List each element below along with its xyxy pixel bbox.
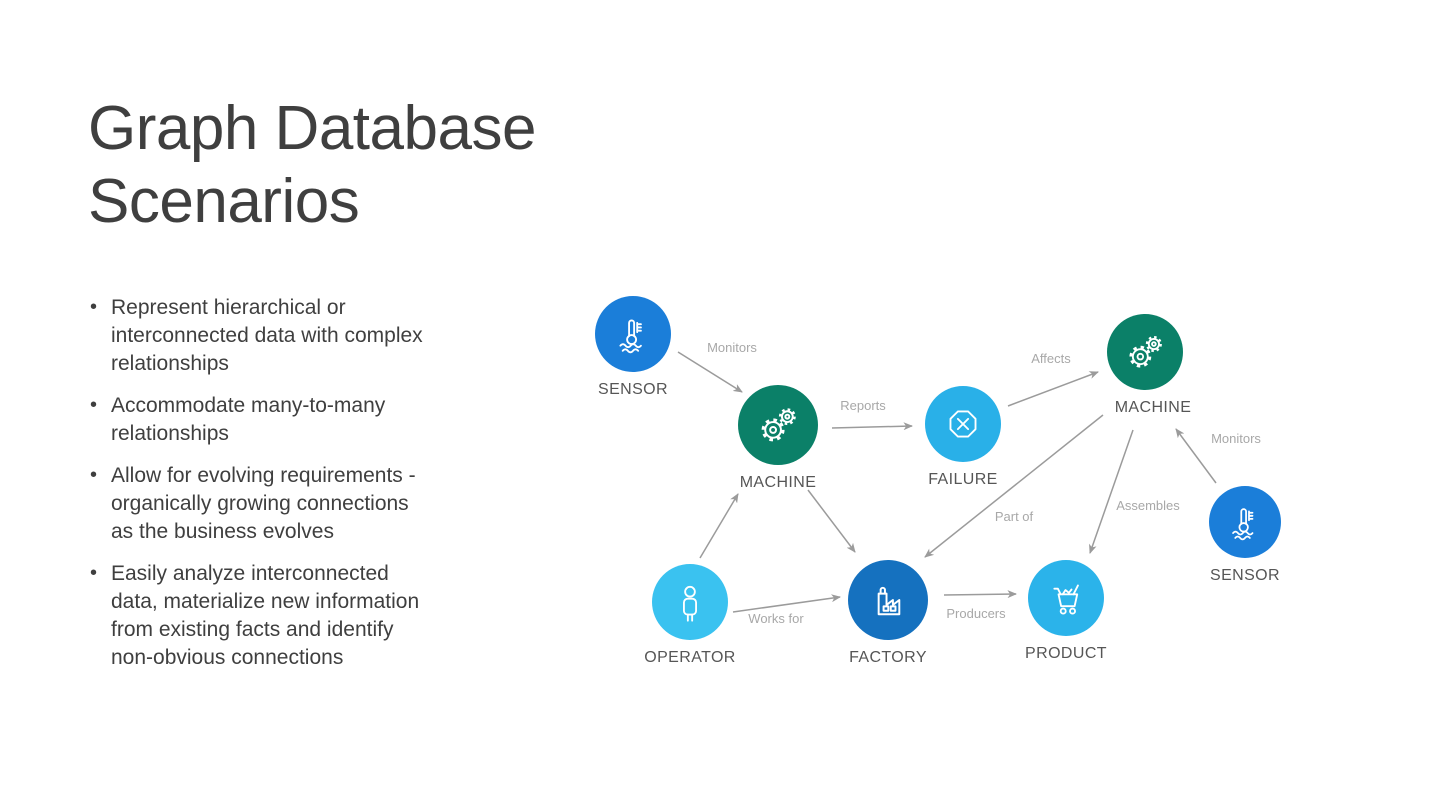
sensor-2-circle: [1209, 486, 1281, 558]
node-factory: FACTORY: [848, 560, 928, 666]
title-line-2: Scenarios: [88, 167, 360, 237]
edge-failure-to-machine-2: [1007, 371, 1099, 407]
edge-label-part-of: Part of: [995, 509, 1034, 524]
edge-label-monitors: Monitors: [1211, 431, 1261, 446]
factory-circle: [848, 560, 928, 640]
bullet-item-4: Easily analyze interconnected data, mate…: [88, 559, 423, 672]
product-label: PRODUCT: [1025, 645, 1107, 662]
edge-label-reports: Reports: [840, 398, 886, 413]
node-sensor-2: SENSOR: [1209, 486, 1281, 584]
node-operator: OPERATOR: [644, 564, 736, 666]
bullet-item-3: Allow for evolving requirements - organi…: [88, 461, 423, 546]
failure-label: FAILURE: [928, 471, 998, 488]
edge-label-assembles: Assembles: [1116, 498, 1180, 513]
node-failure: FAILURE: [925, 386, 1001, 488]
edge-machine-2-to-product: [1089, 429, 1134, 554]
edge-operator-to-factory: [732, 594, 841, 613]
factory-label: FACTORY: [849, 649, 927, 666]
edge-label-producers: Producers: [946, 606, 1006, 621]
page-title: Graph Database Scenarios: [88, 92, 536, 238]
edge-machine-1-to-failure: [831, 422, 913, 431]
edge-sensor-2-to-machine-2: [1175, 428, 1217, 484]
node-machine-2: MACHINE: [1107, 314, 1191, 416]
machine-2-label: MACHINE: [1115, 399, 1192, 416]
edge-machine-1-to-factory: [807, 489, 856, 553]
bullet-item-2: Accommodate many-to-many relationships: [88, 391, 423, 448]
machine-1-label: MACHINE: [740, 474, 817, 491]
edge-label-monitors: Monitors: [707, 340, 757, 355]
operator-label: OPERATOR: [644, 649, 736, 666]
edge-operator-to-machine-1: [699, 493, 739, 559]
node-machine-1: MACHINE: [738, 385, 818, 491]
bullet-list: Represent hierarchical or interconnected…: [88, 293, 424, 686]
node-sensor-1: SENSOR: [595, 296, 671, 398]
edge-label-works-for: Works for: [748, 611, 804, 626]
nodes-layer: SENSOR MACHINE FAILURE MACHINE SENSOR OPERATO…: [595, 296, 1281, 666]
edge-machine-2-to-factory: [924, 414, 1104, 558]
edge-label-affects: Affects: [1031, 351, 1071, 366]
node-product: PRODUCT: [1025, 560, 1107, 662]
sensor-1-label: SENSOR: [598, 381, 668, 398]
title-line-1: Graph Database: [88, 94, 536, 163]
sensor-2-label: SENSOR: [1210, 567, 1280, 584]
edge-factory-to-product: [943, 590, 1017, 599]
sensor-1-circle: [595, 296, 671, 372]
edge-sensor-1-to-machine-1: [677, 351, 743, 393]
bullet-item-1: Represent hierarchical or interconnected…: [88, 293, 423, 378]
operator-circle: [652, 564, 728, 640]
product-circle: [1028, 560, 1104, 636]
